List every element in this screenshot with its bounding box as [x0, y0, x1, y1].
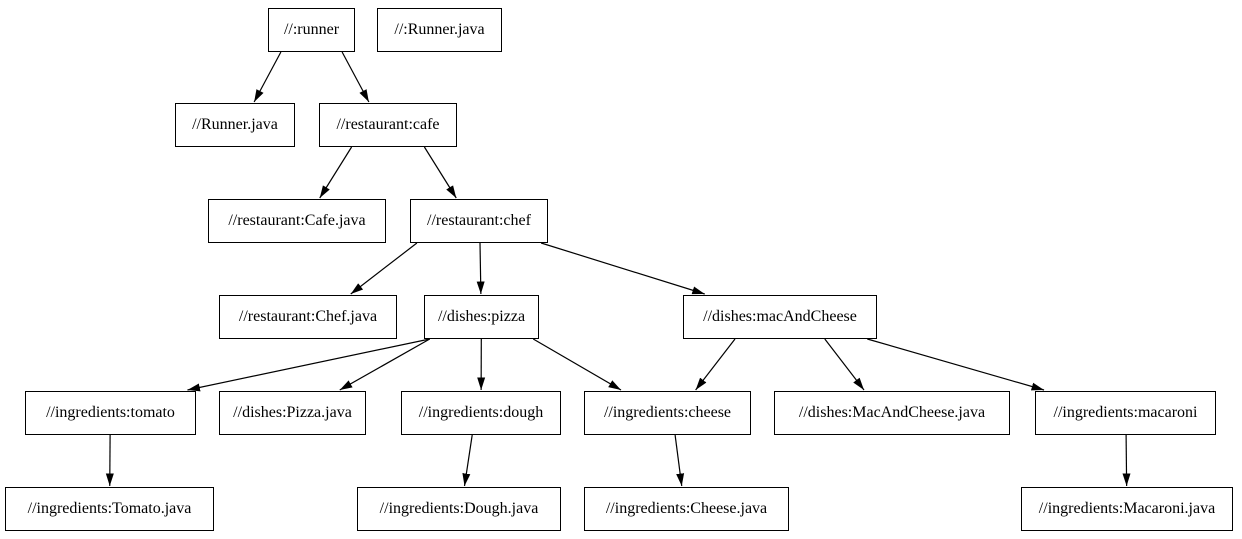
edge-pizza-to-pizza-java — [339, 338, 431, 391]
edge-pizza-to-tomato — [187, 338, 430, 392]
node-tomato-java: //ingredients:Tomato.java — [5, 487, 214, 531]
edge-runner-to-cafe — [341, 51, 370, 103]
node-macaroni: //ingredients:macaroni — [1035, 391, 1216, 435]
edge-chef-to-mac-and-cheese — [540, 242, 705, 295]
edge-macaroni-to-macaroni-java — [1122, 434, 1131, 487]
node-chef: //restaurant:chef — [410, 199, 548, 243]
node-runner: //:runner — [268, 8, 355, 52]
node-runner-java: //Runner.java — [175, 103, 295, 147]
node-tomato: //ingredients:tomato — [25, 391, 196, 435]
node-cheese: //ingredients:cheese — [584, 391, 751, 435]
node-mac-and-cheese-java: //dishes:MacAndCheese.java — [774, 391, 1010, 435]
node-dough: //ingredients:dough — [401, 391, 561, 435]
node-chef-java: //restaurant:Chef.java — [219, 295, 397, 339]
node-cafe: //restaurant:cafe — [319, 103, 457, 147]
edge-mac-and-cheese-to-cheese — [695, 338, 736, 391]
edge-mac-and-cheese-to-mac-and-cheese-java — [824, 338, 865, 391]
edge-cafe-to-chef — [423, 146, 457, 199]
node-runner-java-root: //:Runner.java — [377, 8, 502, 52]
node-mac-and-cheese: //dishes:macAndCheese — [683, 295, 877, 339]
edge-cheese-to-cheese-java — [674, 434, 685, 487]
edge-runner-to-runner-java — [253, 51, 282, 103]
node-cafe-java: //restaurant:Cafe.java — [208, 199, 386, 243]
node-macaroni-java: //ingredients:Macaroni.java — [1021, 487, 1233, 531]
node-cheese-java: //ingredients:Cheese.java — [584, 487, 789, 531]
edge-chef-to-chef-java — [350, 242, 418, 295]
edge-pizza-to-cheese — [532, 338, 622, 391]
node-pizza: //dishes:pizza — [424, 295, 539, 339]
node-dough-java: //ingredients:Dough.java — [357, 487, 561, 531]
edge-mac-and-cheese-to-macaroni — [867, 338, 1045, 391]
edge-dough-to-dough-java — [462, 434, 473, 487]
edge-chef-to-pizza — [476, 242, 485, 295]
node-pizza-java: //dishes:Pizza.java — [219, 391, 366, 435]
edge-cafe-to-cafe-java — [319, 146, 353, 199]
